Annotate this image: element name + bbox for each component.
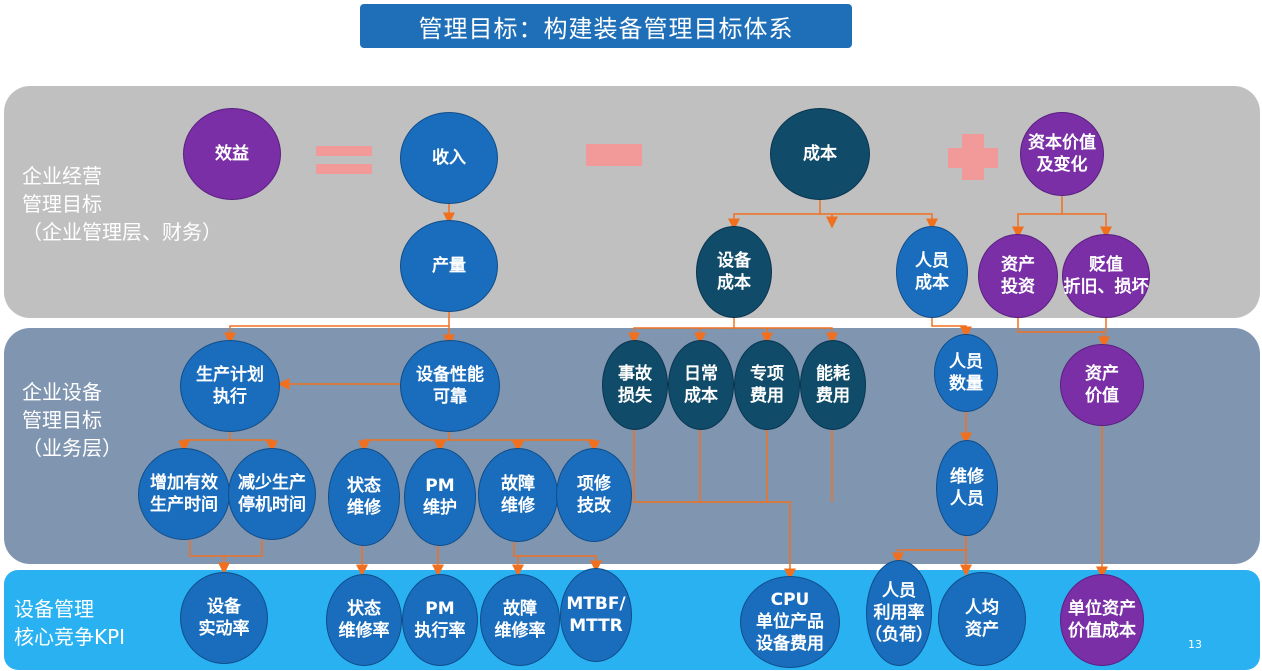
node-accident-loss: 事故 损失	[602, 340, 668, 430]
node-fault-rate: 故障 维修率	[480, 574, 560, 666]
node-per-capita-asset: 人均 资产	[938, 572, 1026, 666]
node-maint-staff: 维修 人员	[936, 440, 998, 536]
node-fault-repair: 故障 维修	[478, 448, 558, 542]
node-project-repair: 项修 技改	[556, 448, 632, 542]
node-pm-maint: PM 维护	[404, 448, 476, 546]
band-label-kpi: 设备管理 核心竞争KPI	[14, 597, 126, 649]
node-mtbf: MTBF/ MTTR	[560, 568, 632, 662]
equals-operator-lower	[316, 164, 372, 174]
node-increase-time: 增加有效 生产时间	[138, 448, 230, 540]
node-reduce-downtime: 减少生产 停机时间	[228, 448, 316, 540]
page-title: 管理目标：构建装备管理目标体系	[360, 4, 852, 48]
node-capital-value: 资本价值 及变化	[1020, 112, 1104, 196]
node-energy-cost: 能耗 费用	[800, 340, 866, 430]
node-equip-perf: 设备性能 可靠	[400, 340, 500, 432]
minus-operator	[586, 144, 642, 166]
node-depreciation: 贬值 折旧、损坏	[1062, 234, 1150, 318]
node-income: 收入	[400, 112, 498, 204]
node-daily-cost: 日常 成本	[668, 340, 734, 430]
node-condition-maint: 状态 维修	[328, 448, 400, 546]
node-cost: 成本	[770, 108, 870, 200]
node-benefit: 效益	[183, 108, 281, 200]
band-label-equipment: 企业设备 管理目标 （业务层）	[22, 380, 122, 460]
node-unit-asset-cost: 单位资产 价值成本	[1060, 574, 1144, 666]
node-special-cost: 专项 费用	[734, 340, 800, 430]
node-condition-rate: 状态 维修率	[326, 574, 402, 666]
node-staff-util: 人员 利用率 （负荷）	[865, 560, 933, 666]
node-staff-count: 人员 数量	[934, 334, 998, 412]
node-cpu-cost: CPU 单位产品 设备费用	[740, 576, 840, 668]
plus-operator-vertical	[962, 134, 984, 180]
node-pm-rate: PM 执行率	[402, 574, 478, 666]
band-label-enterprise: 企业经营 管理目标 （企业管理层、财务）	[22, 164, 222, 244]
node-staff-cost: 人员 成本	[896, 226, 968, 318]
node-output: 产量	[400, 220, 498, 312]
equals-operator	[316, 146, 372, 156]
node-equip-cost: 设备 成本	[696, 226, 772, 318]
node-asset-invest: 资产 投资	[978, 234, 1058, 318]
node-prod-plan: 生产计划 执行	[180, 340, 280, 432]
node-utilization: 设备 实动率	[180, 572, 268, 664]
page-number: 13	[1188, 638, 1202, 651]
node-asset-value: 资产 价值	[1060, 344, 1144, 426]
